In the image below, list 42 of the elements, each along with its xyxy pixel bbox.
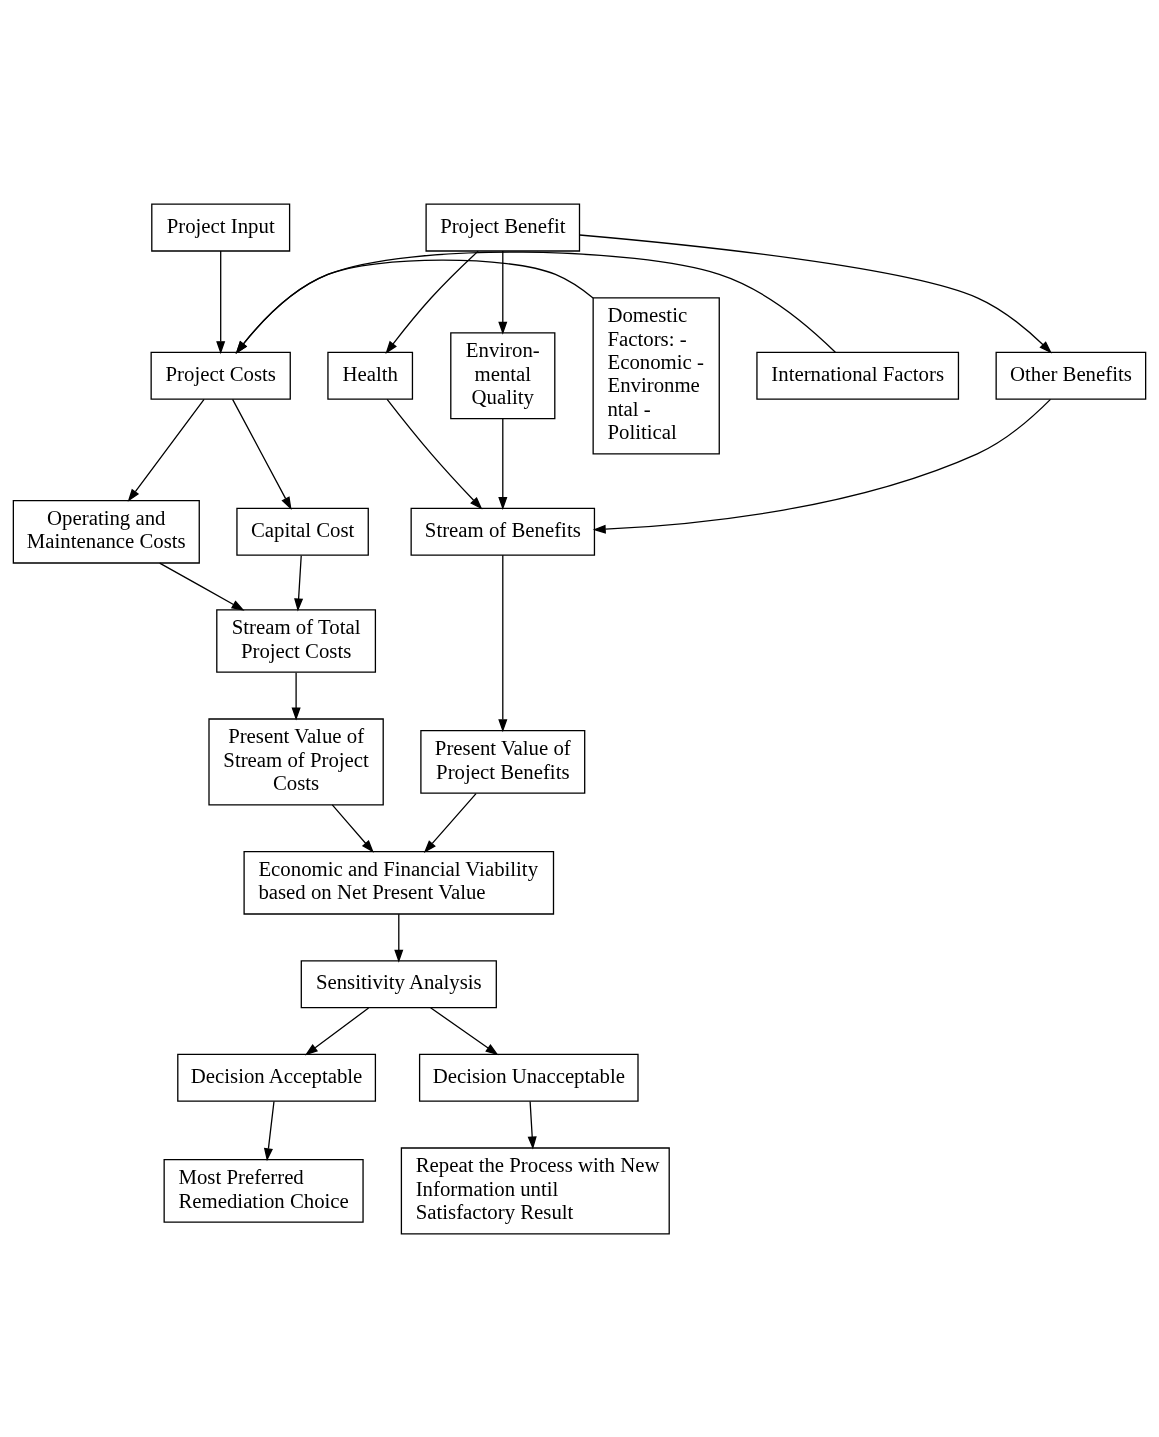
node-box: Project Costs [150, 351, 291, 400]
node-box: Present Value of Stream of Project Costs [208, 717, 384, 805]
node-box: Other Benefits [995, 351, 1147, 400]
arrow [216, 249, 226, 354]
arrow [235, 251, 836, 354]
node-box: Stream of Benefits [410, 507, 596, 556]
node-box: Present Value of Project Benefits [420, 729, 586, 794]
node-box: Project Input [151, 203, 291, 252]
arrow [394, 913, 404, 963]
arrow [498, 417, 508, 510]
arrow [263, 1100, 275, 1161]
arrow [235, 258, 594, 354]
node-box: Economic and Financial Viability based on Net Present Value [243, 850, 555, 915]
arrow [291, 671, 301, 721]
node-box: Sensitivity Analysis [300, 959, 497, 1008]
arrow [294, 554, 304, 611]
node-box: International Factors [756, 351, 960, 400]
node-box: Repeat the Process with New Information until Satisfactory Result [400, 1146, 670, 1234]
arrow [331, 803, 374, 853]
arrow [304, 1006, 370, 1055]
node-box: Domestic Factors: - Economic - Environme ntal - Political [592, 296, 720, 454]
arrow [159, 561, 245, 611]
arrow [423, 792, 477, 853]
arrow [385, 249, 479, 354]
node-box: Environ- mental Quality [450, 331, 556, 419]
arrow [527, 1100, 537, 1150]
arrow [498, 554, 508, 732]
node-box: Decision Unacceptable [418, 1053, 639, 1102]
node-box: Most Preferred Remediation Choice [163, 1158, 364, 1223]
node-box: Project Benefit [425, 203, 581, 252]
node-box: Health [327, 351, 414, 400]
arrow [127, 398, 205, 502]
node-box: Stream of Total Project Costs [216, 608, 377, 673]
arrow [429, 1006, 499, 1055]
arrow [386, 398, 483, 510]
arrow [592, 398, 1052, 534]
node-box: Capital Cost [236, 507, 369, 556]
arrow [498, 249, 508, 335]
node-box: Operating and Maintenance Costs [12, 499, 200, 564]
arrow [231, 398, 292, 510]
node-box: Decision Acceptable [177, 1053, 377, 1102]
arrow [578, 233, 1052, 353]
